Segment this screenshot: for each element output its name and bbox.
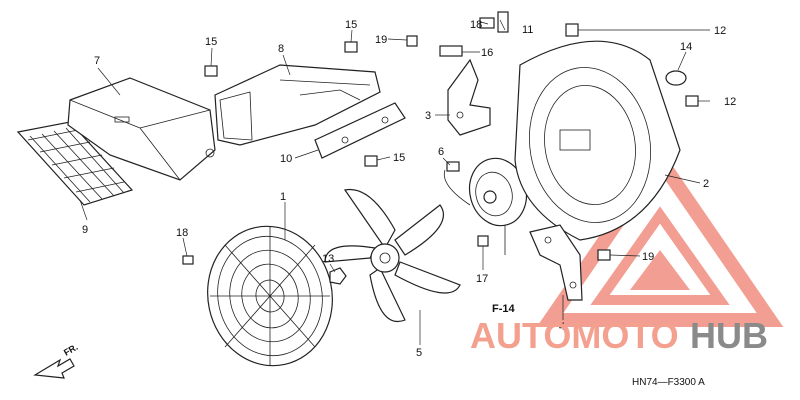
part-lower-bracket	[529, 224, 583, 301]
callout-11: 11	[522, 24, 533, 36]
part-grille	[16, 121, 134, 206]
fasteners	[182, 11, 699, 265]
part-duct-upper	[214, 64, 381, 146]
callout-14: 14	[680, 41, 692, 53]
callout-13: 13	[322, 253, 334, 265]
callout-12b: 12	[724, 96, 736, 108]
callout-4: 4	[559, 321, 565, 333]
callout-12a: 12	[714, 25, 726, 37]
part-bracket-strip	[314, 102, 406, 159]
callout-6: 6	[438, 146, 444, 158]
callout-19b: 19	[642, 251, 654, 263]
watermark-text: AUTOMOTO HUB	[470, 315, 768, 356]
callout-5: 5	[416, 347, 422, 359]
callout-19a: 19	[375, 34, 387, 46]
callout-8: 8	[278, 43, 284, 55]
callout-9: 9	[82, 224, 88, 236]
callout-2: 2	[703, 178, 709, 190]
callout-7: 7	[94, 55, 100, 67]
part-bracket	[447, 58, 491, 136]
part-fan-blade	[324, 188, 461, 323]
callout-labels: 1 2 3 4 5 6 7 8 9 10 11 12 12 13 14 15 1…	[82, 19, 736, 359]
leader-lines	[79, 19, 710, 345]
front-direction-arrow: FR.	[33, 342, 80, 379]
part-fan-guard	[207, 225, 333, 367]
callout-17: 17	[476, 273, 488, 285]
watermark-part1: AUTOMOTO	[470, 315, 679, 356]
part-shroud	[514, 40, 681, 241]
callout-15c: 15	[393, 152, 405, 164]
reference-label: F-14	[492, 303, 516, 315]
watermark-logo	[536, 147, 784, 327]
callout-15b: 15	[345, 19, 357, 31]
callout-1: 1	[280, 191, 286, 203]
part-nut	[329, 267, 347, 285]
callout-18a: 18	[176, 227, 188, 239]
callout-16: 16	[481, 47, 493, 59]
callout-3: 3	[425, 110, 431, 122]
part-duct-lower	[67, 77, 216, 181]
direction-label: FR.	[62, 342, 80, 358]
callout-15a: 15	[205, 36, 217, 48]
callout-18b: 18	[470, 19, 482, 31]
diagram-code: HN74—F3300 A	[632, 377, 705, 388]
watermark-part2: HUB	[690, 315, 768, 356]
callout-10: 10	[280, 153, 292, 165]
